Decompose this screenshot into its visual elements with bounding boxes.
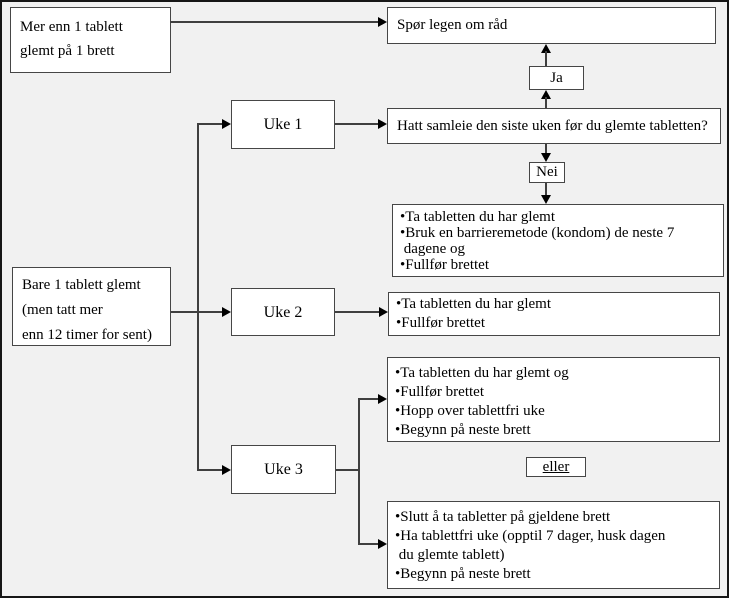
condition-one-tablet-late-box: Bare 1 tablett glemt (men tatt mer enn 1… (12, 267, 171, 346)
condition-more-than-one-box: Mer enn 1 tablett glemt på 1 brett (10, 7, 171, 73)
intercourse-question-box: Hatt samleie den siste uken før du glemt… (387, 108, 721, 144)
connector-week1-to-question (335, 123, 379, 125)
arrowhead-up-into-yes-icon (541, 90, 551, 99)
connector-week3-to-split (336, 469, 360, 471)
connector-split-to-result3b (358, 543, 379, 545)
connector-trunk-to-week3 (197, 469, 224, 471)
result-week3-break-box: •Slutt å ta tabletter på gjeldene brett … (387, 501, 720, 589)
arrowhead-down-into-result1-icon (541, 195, 551, 204)
arrowhead-right-into-week3-icon (222, 465, 231, 475)
result-week2-box: •Ta tabletten du har glemt •Fullfør bret… (388, 292, 720, 336)
arrowhead-right-into-week1-icon (222, 119, 231, 129)
arrowhead-right-into-result2-icon (379, 307, 388, 317)
arrowhead-right-into-result3a-icon (378, 394, 387, 404)
arrowhead-down-into-no-icon (541, 153, 551, 162)
connector-yes-to-ask (545, 51, 547, 66)
week-3-box: Uke 3 (231, 445, 336, 494)
connector-trunk-to-week1 (197, 123, 224, 125)
connector-split-to-result3a (358, 398, 379, 400)
answer-no-box: Nei (529, 162, 565, 183)
arrowhead-right-into-question-icon (378, 119, 387, 129)
connector-question-to-yes (545, 97, 547, 108)
connector-week2-to-result2 (335, 311, 380, 313)
result-week3-continue-box: •Ta tabletten du har glemt og •Fullfør b… (387, 357, 720, 442)
connector-condition-to-week2 (171, 311, 224, 313)
arrowhead-right-into-ask-icon (378, 17, 387, 27)
week-1-box: Uke 1 (231, 100, 335, 149)
answer-yes-box: Ja (529, 66, 584, 90)
or-box: eller (526, 457, 586, 477)
connector-no-to-result1 (545, 183, 547, 197)
connector-week-trunk (197, 124, 199, 470)
arrowhead-right-into-result3b-icon (378, 539, 387, 549)
connector-question-to-no (545, 144, 547, 156)
week-2-box: Uke 2 (231, 288, 335, 336)
connector-week3-split (358, 399, 360, 545)
result-week1-box: •Ta tabletten du har glemt •Bruk en barr… (392, 204, 724, 277)
arrowhead-up-into-ask-icon (541, 44, 551, 53)
ask-doctor-box: Spør legen om råd (387, 7, 716, 44)
connector-more-to-ask (170, 21, 380, 23)
arrowhead-right-into-week2-icon (222, 307, 231, 317)
